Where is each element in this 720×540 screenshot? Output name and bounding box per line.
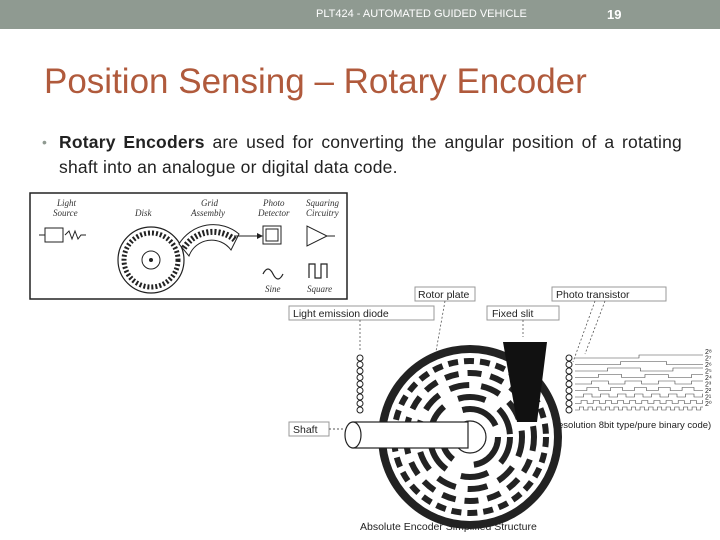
bit-label: 2⁸ (705, 349, 712, 356)
output-waveform (575, 406, 703, 411)
label-square: Square (307, 284, 332, 294)
led-element (356, 367, 364, 375)
label-squaring-1: Squaring (306, 198, 340, 208)
label-squaring-2: Circuitry (306, 208, 339, 218)
label-photo-transistor: Photo transistor (556, 289, 630, 301)
bit-label: 2¹ (705, 395, 712, 402)
bit-label: 2⁰ (705, 400, 712, 408)
page-number: 19 (607, 7, 622, 22)
label-shaft: Shaft (293, 424, 318, 436)
shaft-icon (329, 421, 469, 449)
bullet-item: • Rotary Encoders are used for convertin… (42, 130, 682, 180)
square-wave-icon (308, 263, 328, 279)
photo-transistor-element (565, 387, 573, 394)
bit-label: 2⁵ (705, 369, 712, 376)
bullet-dot: • (42, 134, 48, 150)
led-element (356, 400, 364, 407)
photo-detector-icon (262, 225, 282, 245)
label-led: Light emission diode (293, 308, 389, 320)
grid-assembly-icon (178, 224, 263, 257)
photo-transistor-element (565, 367, 573, 375)
fixed-slit-icon (503, 342, 547, 422)
label-fixed-slit: Fixed slit (492, 308, 534, 320)
photo-transistor-element (565, 380, 573, 388)
slide-title: Position Sensing – Rotary Encoder (44, 62, 587, 101)
photo-transistor-element (565, 393, 573, 401)
label-photo-1: Photo (262, 198, 285, 208)
bullet-body: are used for converting the angular posi… (59, 132, 682, 177)
label-light-source-2: Source (53, 208, 78, 218)
output-waveform (575, 400, 703, 404)
label-disk: Disk (134, 208, 153, 218)
photo-transistor-element (565, 400, 573, 407)
led-element (356, 354, 364, 362)
output-waveform (575, 387, 703, 391)
bit-label: 2³ (705, 382, 712, 389)
label-photo-2: Detector (257, 208, 290, 218)
bit-label: 2² (705, 388, 712, 395)
led-element (356, 406, 364, 414)
bit-label: 2⁶ (705, 362, 712, 369)
led-element (356, 387, 364, 394)
output-waveform (575, 380, 703, 385)
photo-transistor-element (565, 374, 573, 381)
led-element (356, 393, 364, 401)
output-waveform (575, 367, 703, 372)
label-light-source-1: Light (56, 198, 77, 208)
output-waveform (575, 393, 703, 398)
led-array (356, 354, 364, 414)
sine-wave-icon (262, 268, 284, 280)
label-grid-2: Assembly (190, 208, 225, 218)
label-rotor-plate: Rotor plate (418, 289, 470, 301)
photo-transistor-element (565, 361, 573, 368)
led-element (356, 361, 364, 368)
leader-lines (359, 300, 606, 363)
led-element (356, 380, 364, 388)
photo-transistor-element (565, 406, 573, 414)
header-bar (0, 0, 720, 29)
output-waveform (575, 374, 703, 378)
output-waveform (575, 361, 703, 365)
output-waveform (575, 354, 703, 359)
label-resolution: (Resolution 8bit type/pure binary code) (548, 420, 711, 431)
light-source-icon (39, 227, 86, 243)
disk-icon (117, 226, 185, 294)
bit-label: 2⁴ (705, 375, 712, 382)
incremental-encoder-figure: Light Source Disk Grid Assembly Photo De… (29, 192, 348, 300)
label-grid-1: Grid (201, 198, 219, 208)
photo-transistor-element (565, 354, 573, 362)
course-title: PLT424 - AUTOMATED GUIDED VEHICLE (316, 8, 527, 20)
squaring-circuit-icon (306, 225, 335, 247)
bit-label: 2⁷ (705, 356, 712, 363)
absolute-encoder-figure: Rotor plate Photo transistor Light emiss… (288, 286, 712, 533)
bullet-bold-term: Rotary Encoders (59, 132, 205, 152)
led-element (356, 374, 364, 381)
bullet-text: Rotary Encoders are used for converting … (59, 130, 682, 180)
label-sine: Sine (265, 284, 281, 294)
photo-transistor-array (565, 354, 703, 414)
